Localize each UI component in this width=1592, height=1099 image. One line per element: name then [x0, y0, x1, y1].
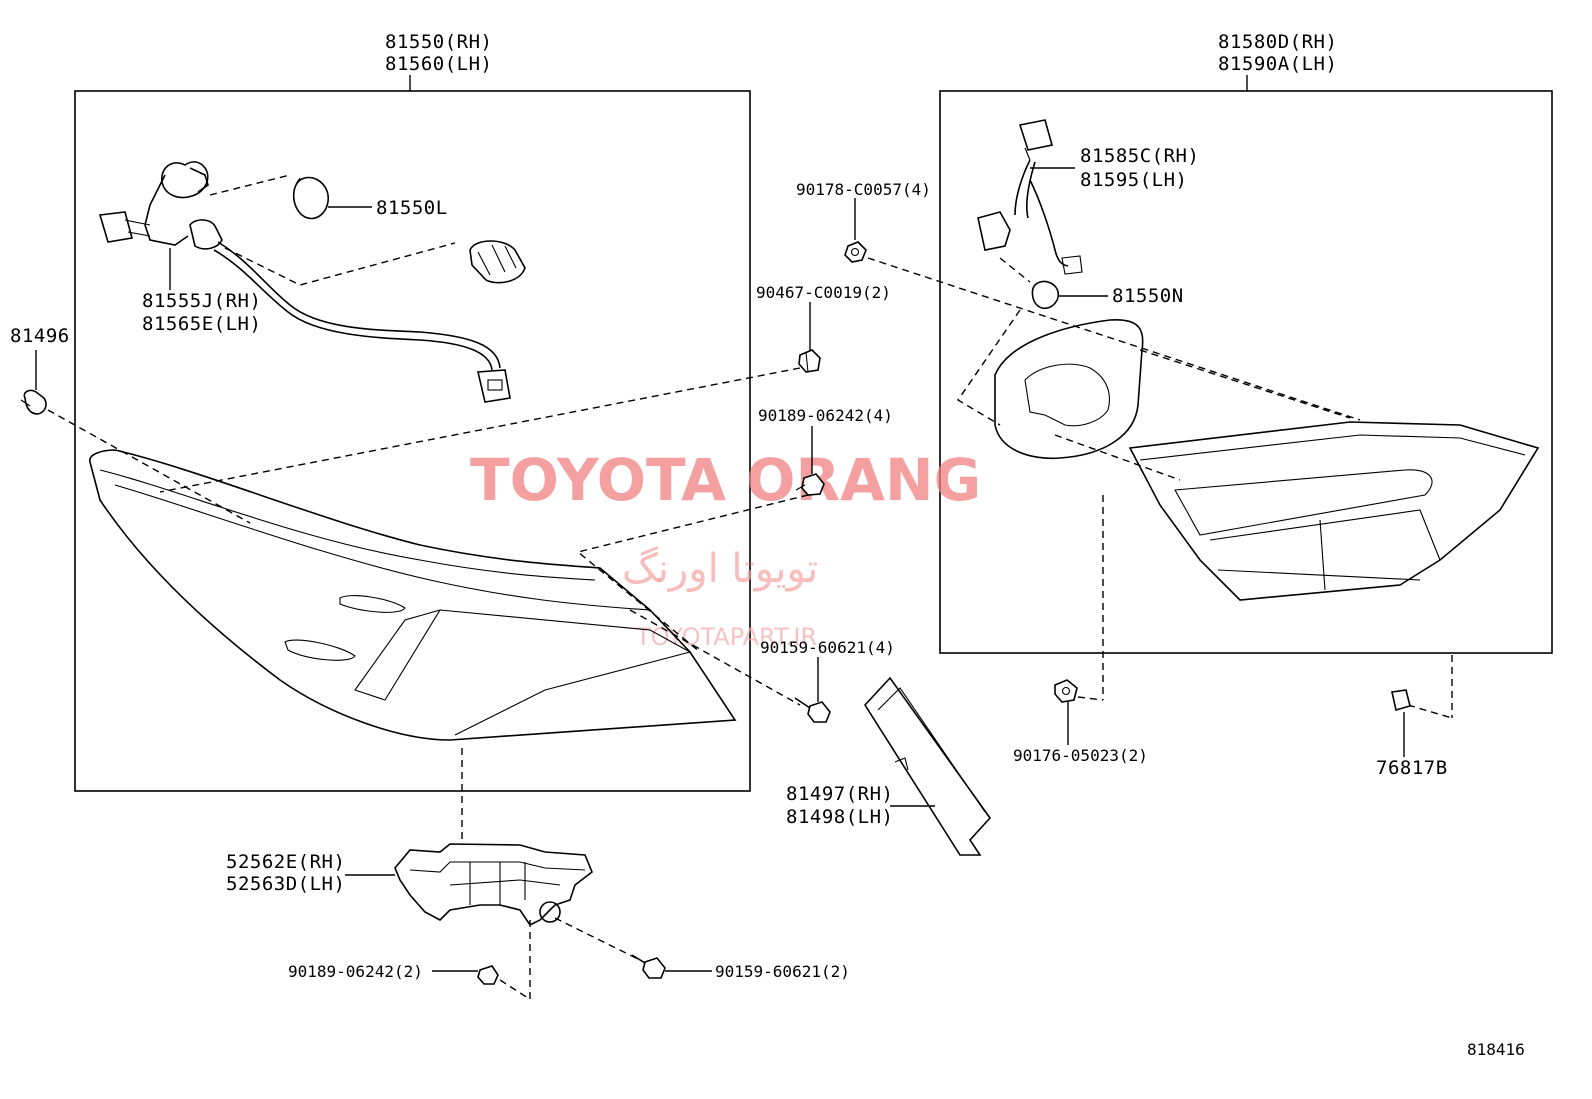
label-81497-rh: 81497(RH) — [786, 783, 893, 805]
label-90159-4: 90159-60621(4) — [760, 638, 895, 657]
clip-76817b-icon — [1391, 689, 1411, 712]
watermark-url: TOYOTAPART.IR — [635, 623, 817, 651]
diagram-number: 818416 — [1467, 1040, 1525, 1059]
label-81550n: 81550N — [1112, 285, 1184, 307]
rear-combination-lamp-group-box — [74, 90, 751, 792]
label-90189-2: 90189-06242(2) — [288, 962, 423, 981]
label-90176: 90176-05023(2) — [1013, 746, 1148, 765]
inner-socket-harness — [977, 119, 1083, 275]
nut-90176-icon — [1054, 679, 1078, 703]
inner-tail-lamp — [1128, 421, 1540, 601]
label-90189-4: 90189-06242(4) — [758, 406, 893, 425]
nut-90178-icon — [844, 241, 867, 263]
nut-90467-icon — [798, 349, 821, 373]
socket-wire-harness — [98, 161, 511, 403]
label-81496: 81496 — [10, 325, 70, 347]
screw-90189-4-icon — [795, 473, 825, 496]
label-81560-lh: 81560(LH) — [385, 53, 492, 75]
label-90467: 90467-C0019(2) — [756, 283, 891, 302]
label-52562e-rh: 52562E(RH) — [226, 851, 345, 873]
lamp-socket-icon — [469, 240, 526, 284]
watermark-persian: تویوتا اورنگ — [622, 546, 818, 592]
label-90178: 90178-C0057(4) — [796, 180, 931, 199]
label-81595-lh: 81595(LH) — [1080, 169, 1187, 191]
label-90159-2: 90159-60621(2) — [715, 962, 850, 981]
garnish-cover-81497-icon — [863, 676, 992, 856]
label-81498-lh: 81498(LH) — [786, 806, 893, 828]
label-81580d-rh: 81580D(RH) — [1218, 31, 1337, 53]
label-76817b: 76817B — [1376, 757, 1448, 779]
label-81590a-lh: 81590A(LH) — [1218, 53, 1337, 75]
bolt-90159-4-icon — [794, 697, 831, 723]
label-81550l: 81550L — [376, 197, 448, 219]
clip-81496-icon — [20, 389, 47, 415]
label-81585c-rh: 81585C(RH) — [1080, 145, 1199, 167]
label-81550-rh: 81550(RH) — [385, 31, 492, 53]
outer-tail-lamp — [89, 449, 737, 741]
bracket-52562e-icon — [394, 843, 593, 927]
bulb-81550n-icon — [1031, 280, 1060, 310]
lamp-gasket-icon — [994, 319, 1144, 460]
label-81555j-rh: 81555J(RH) — [142, 290, 261, 312]
inner-lamp-group-box — [939, 90, 1553, 654]
screw-90189-2-icon — [477, 965, 499, 985]
bolt-90159-2-icon — [631, 954, 666, 979]
bulb-81550l-icon — [292, 176, 329, 220]
watermark-title: TOYOTA ORANG — [470, 446, 981, 514]
label-52563d-lh: 52563D(LH) — [226, 873, 345, 895]
label-81565e-lh: 81565E(LH) — [142, 313, 261, 335]
